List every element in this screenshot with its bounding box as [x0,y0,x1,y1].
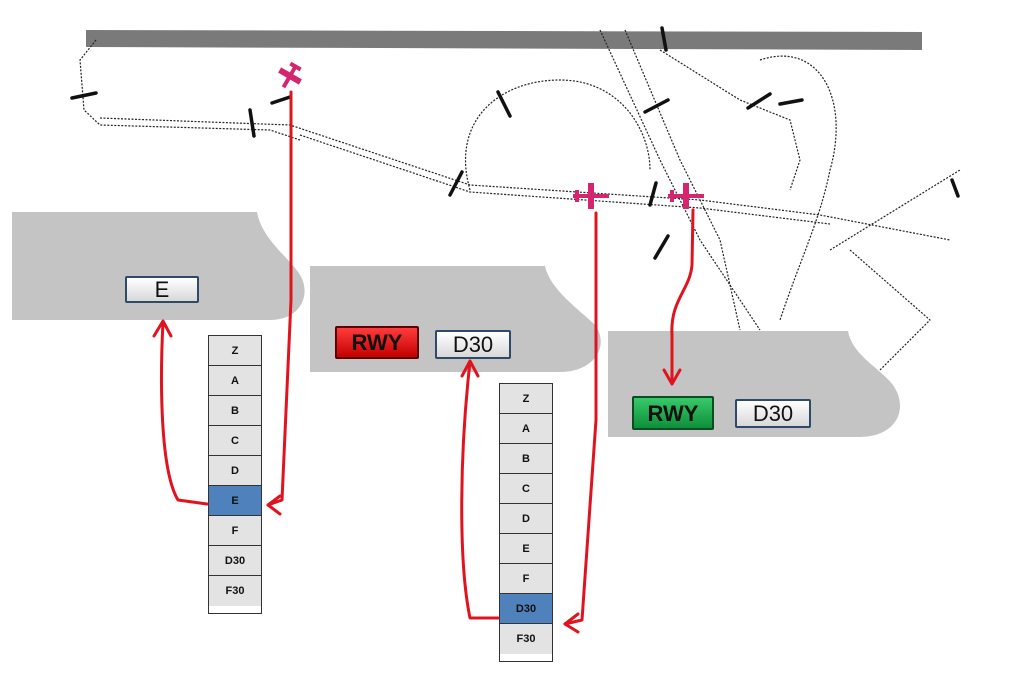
list-item[interactable]: F30 [209,576,261,606]
taxiway-diagonal-1 [599,29,761,331]
list-item[interactable]: Z [500,384,552,414]
taxiway-diagonal-2 [624,29,741,331]
route-tag-d30[interactable]: D30 [435,330,511,359]
route-tag-e[interactable]: E [125,276,199,303]
aircraft-icon [278,61,302,89]
hold-bar [653,234,670,260]
list-item[interactable]: Z [209,336,261,366]
hold-bar [496,90,512,118]
taxiway-main-parallel [99,117,951,241]
list-item[interactable]: F [209,516,261,546]
hold-bar [660,26,668,52]
rwy-badge-green[interactable]: RWY [632,396,714,430]
list-item[interactable]: C [500,474,552,504]
list-item[interactable]: D [500,504,552,534]
list-item[interactable]: F30 [500,624,552,654]
hold-bar [643,98,670,114]
hold-bar [270,95,292,105]
taxiway-right-curve [759,55,837,321]
hold-bar [746,92,772,110]
list-item[interactable]: D [209,456,261,486]
taxiway-east-link [829,169,961,251]
route-tag-d30[interactable]: D30 [735,399,811,428]
list-item[interactable]: B [500,444,552,474]
list-item[interactable]: F [500,564,552,594]
list-item[interactable]: C [209,426,261,456]
list-item[interactable]: D30 [500,594,552,624]
aircraft-group [278,61,704,209]
taxiway-left-loop [79,39,301,141]
taxiway-link-1 [659,49,801,191]
list-item[interactable]: E [209,486,261,516]
list-item[interactable]: A [209,366,261,396]
taxiway-ring [464,79,651,191]
hold-bar [70,91,98,100]
list-item[interactable]: A [500,414,552,444]
aircraft-icon [668,183,704,209]
hold-bar [448,170,464,197]
aircraft-icon [573,183,609,209]
hold-bar [950,178,960,198]
hold-bar [778,98,804,106]
hold-bar [648,181,658,207]
list-item[interactable]: E [500,534,552,564]
runway [86,30,922,50]
taxiway-east-apron [849,249,931,371]
list-item[interactable]: B [209,396,261,426]
panel-1 [12,212,305,320]
hold-bar [248,108,256,138]
taxiway-main-parallel-inner [299,134,831,225]
list-item[interactable]: D30 [209,546,261,576]
rwy-badge-red[interactable]: RWY [335,326,419,359]
